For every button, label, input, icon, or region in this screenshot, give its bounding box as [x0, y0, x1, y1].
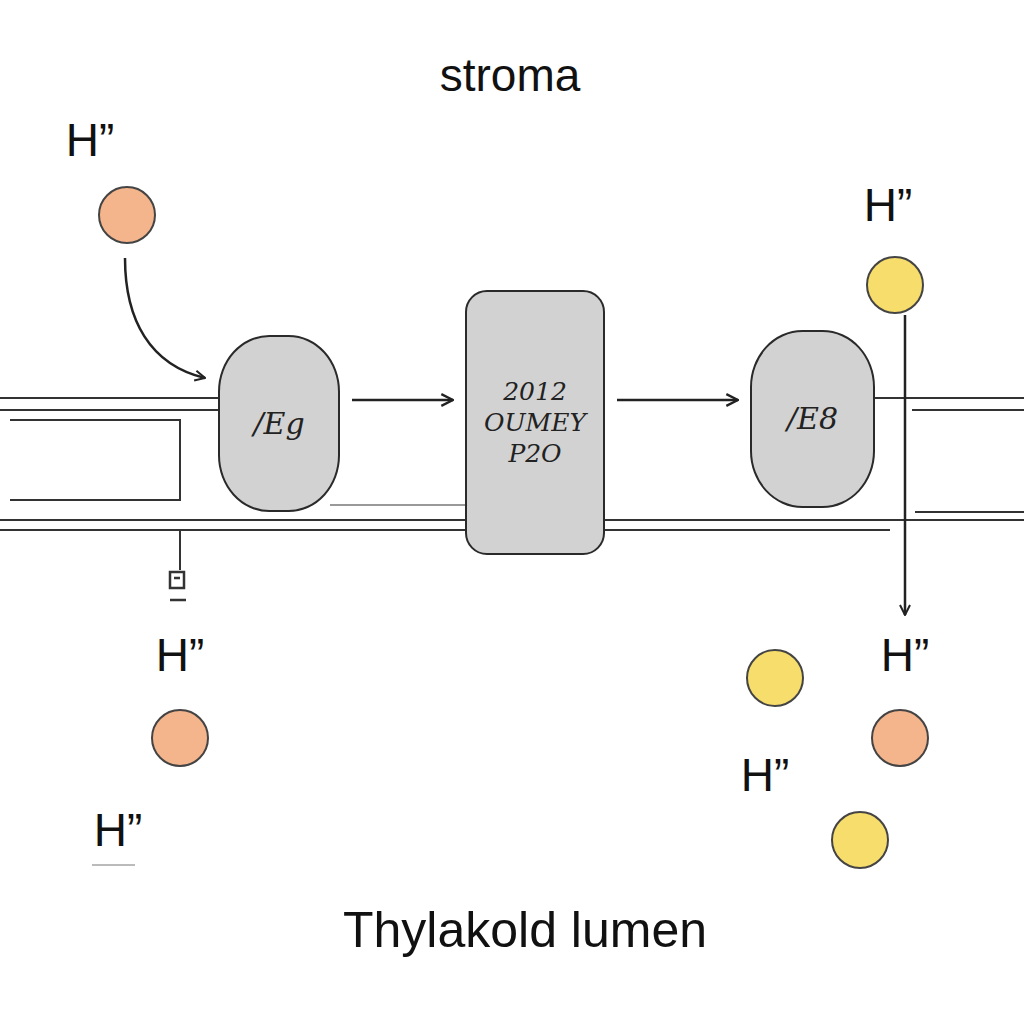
membrane-line	[0, 529, 465, 531]
protein-complex: 2012 OUMEY P2O	[465, 290, 605, 555]
proton-yellow	[867, 257, 923, 313]
proton-label: H”	[94, 803, 143, 857]
protein-complex: /E8	[750, 330, 875, 508]
proton-label: H”	[156, 628, 205, 682]
leader-line	[179, 530, 181, 570]
channel-outline	[10, 420, 180, 500]
membrane-line	[0, 519, 465, 521]
proton-path-arrow	[125, 258, 205, 378]
membrane-line	[0, 397, 218, 399]
membrane-line	[915, 511, 1024, 513]
membrane-line	[605, 519, 1024, 521]
proton-path-arrow	[904, 315, 907, 615]
complex-label: /E8	[787, 400, 838, 438]
complex-label: /Eg	[253, 405, 304, 443]
proton-label: H”	[881, 628, 930, 682]
proton-label: H”	[741, 748, 790, 802]
protons	[99, 187, 928, 868]
protein-complex: /Eg	[218, 335, 340, 512]
proton-yellow	[747, 650, 803, 706]
proton-label: H”	[66, 113, 115, 167]
proton-orange	[872, 710, 928, 766]
proton-orange	[99, 187, 155, 243]
region-label: stroma	[440, 48, 581, 102]
complex-label: 2012 OUMEY P2O	[479, 376, 591, 470]
region-label: Thylakold lumen	[343, 901, 707, 959]
proton-yellow	[832, 812, 888, 868]
membrane-line	[605, 529, 890, 531]
membrane-line	[330, 504, 465, 506]
proton-orange	[152, 710, 208, 766]
small-symbol	[170, 572, 186, 600]
membrane-line	[0, 409, 218, 411]
proton-label: H”	[864, 178, 913, 232]
underline	[92, 864, 135, 866]
flow-arrow	[352, 399, 453, 402]
membrane-line	[875, 397, 1024, 399]
flow-arrow	[617, 399, 738, 402]
membrane-line	[912, 409, 1024, 411]
